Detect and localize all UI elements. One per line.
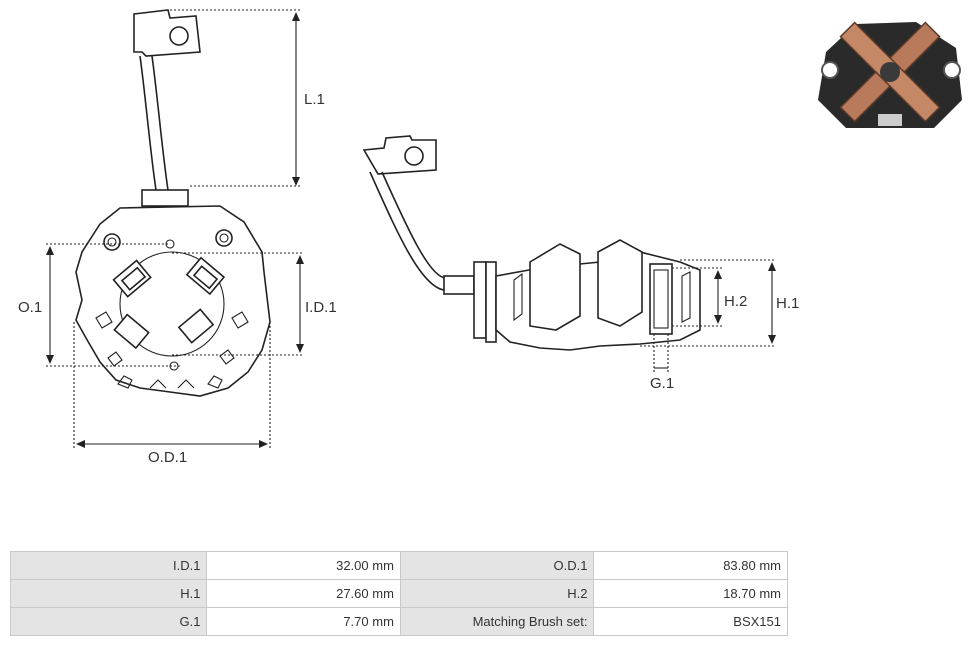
table-row: G.1 7.70 mm Matching Brush set: BSX151 xyxy=(9,607,788,636)
mount-hole-right xyxy=(215,229,233,247)
brush-holder-photo xyxy=(806,4,970,134)
h1-label: H.1 xyxy=(776,295,799,312)
spec-label-brush-set: Matching Brush set: xyxy=(399,607,595,636)
spec-label-g1: G.1 xyxy=(9,607,208,636)
spec-value-g1: 7.70 mm xyxy=(206,607,401,636)
spec-value-h2: 18.70 mm xyxy=(593,579,788,608)
holder-plate xyxy=(75,205,271,397)
h2-label: H.2 xyxy=(724,293,747,310)
side-flange xyxy=(473,261,487,339)
side-brush-box-2 xyxy=(597,239,643,327)
front-view: L.1 xyxy=(18,9,337,466)
brush-box-br xyxy=(177,308,215,344)
brush-box-tr xyxy=(185,256,226,296)
spec-value-brush-set: BSX151 xyxy=(593,607,788,636)
lead-wire-left xyxy=(139,55,157,191)
spec-label-od1: O.D.1 xyxy=(399,551,595,580)
terminal-hole xyxy=(169,26,189,46)
spec-label-h1: H.1 xyxy=(9,579,208,608)
technical-drawing: L.1 xyxy=(18,9,799,466)
brush-box-bl xyxy=(113,313,150,350)
terminal-tab xyxy=(133,9,201,57)
l1-label: L.1 xyxy=(304,91,325,108)
side-terminal-tab xyxy=(362,135,437,175)
spec-value-id1: 32.00 mm xyxy=(206,551,401,580)
spec-table: I.D.1 32.00 mm O.D.1 83.80 mm H.1 27.60 … xyxy=(9,551,788,636)
spec-value-od1: 83.80 mm xyxy=(593,551,788,580)
side-brush-box-1 xyxy=(529,243,581,331)
id1-label: I.D.1 xyxy=(305,299,337,316)
wire-clamp xyxy=(141,189,189,207)
table-row: I.D.1 32.00 mm O.D.1 83.80 mm xyxy=(9,551,788,580)
lead-wire-right xyxy=(151,55,169,191)
side-wire-clamp xyxy=(443,275,475,295)
side-terminal-hole xyxy=(404,146,424,166)
table-row: H.1 27.60 mm H.2 18.70 mm xyxy=(9,579,788,608)
side-view: H.1 H.2 G.1 xyxy=(362,135,799,392)
spec-label-id1: I.D.1 xyxy=(9,551,208,580)
spec-value-h1: 27.60 mm xyxy=(206,579,401,608)
inner-bore xyxy=(119,251,225,357)
od1-label: O.D.1 xyxy=(148,449,187,466)
spec-label-h2: H.2 xyxy=(399,579,595,608)
side-wire-left xyxy=(369,171,445,291)
o1-label: O.1 xyxy=(18,299,42,316)
g1-label: G.1 xyxy=(650,375,674,392)
side-wire-right xyxy=(381,171,447,279)
mount-hole-left xyxy=(103,233,121,251)
side-brush-3 xyxy=(649,263,673,335)
brush-box-tl xyxy=(112,259,152,298)
